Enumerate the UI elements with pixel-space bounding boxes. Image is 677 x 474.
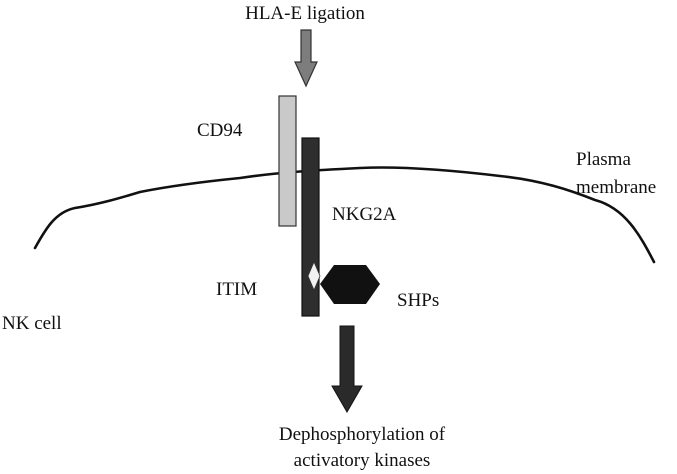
cd94-label: CD94 <box>197 120 243 141</box>
itim-diamond <box>307 260 321 292</box>
cd94-receptor-bar <box>278 95 297 227</box>
hla-e-ligation-label: HLA-E ligation <box>245 3 365 24</box>
outcome-label-line2: activatory kinases <box>294 450 431 471</box>
nkg2a-label: NKG2A <box>332 204 397 225</box>
outcome-label-line1: Dephosphorylation of <box>279 424 446 445</box>
nkg2a-receptor-bar <box>301 137 320 317</box>
itim-label: ITIM <box>216 279 257 300</box>
plasma-membrane-label-line1: Plasma <box>576 149 631 170</box>
ligation-arrow <box>294 29 318 88</box>
shps-label: SHPs <box>397 290 439 311</box>
outcome-arrow <box>331 325 363 414</box>
plasma-membrane-line <box>33 166 656 264</box>
shp-hexagon <box>320 265 380 304</box>
nk-cell-label: NK cell <box>2 313 62 334</box>
plasma-membrane-label-line2: membrane <box>576 177 656 198</box>
